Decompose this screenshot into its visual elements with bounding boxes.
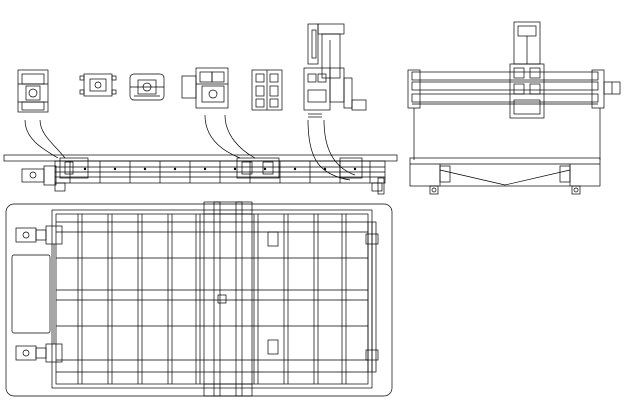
plan-vertical-slats bbox=[77, 214, 347, 384]
plan-left-panel bbox=[11, 254, 51, 334]
cable-curve-2 bbox=[204, 114, 241, 159]
end-elevation-view bbox=[407, 21, 621, 195]
side-frame-posts bbox=[69, 161, 371, 183]
plan-gantry-head bbox=[217, 294, 227, 304]
end-lower-frame bbox=[409, 157, 601, 187]
detail-pulley-plate bbox=[129, 73, 165, 101]
end-foot-left bbox=[429, 185, 439, 195]
end-lower-sag bbox=[439, 169, 571, 186]
plan-notch-2 bbox=[267, 339, 279, 355]
side-gantry-block bbox=[236, 157, 280, 179]
plan-horizontal-rails bbox=[56, 221, 368, 373]
plan-gantry bbox=[203, 201, 253, 397]
side-gantry-block-right bbox=[339, 157, 363, 179]
detail-small-bracket bbox=[79, 73, 117, 97]
plan-notch-1 bbox=[267, 231, 279, 247]
end-foot-right bbox=[571, 185, 581, 195]
side-elevation-view bbox=[3, 114, 398, 195]
side-left-motor bbox=[21, 168, 45, 183]
side-frame-bolts bbox=[83, 167, 357, 171]
cable-curve-3 bbox=[307, 119, 351, 181]
detail-motor-bracket-left bbox=[17, 69, 49, 113]
plan-motor-bottom bbox=[15, 345, 37, 361]
detail-motor-mount bbox=[181, 67, 229, 109]
plan-bed-frame bbox=[51, 209, 373, 389]
detail-z-axis-assembly bbox=[303, 23, 367, 118]
side-foot-right-post bbox=[377, 177, 385, 195]
detail-carriage-plate bbox=[251, 69, 283, 111]
side-foot-left bbox=[54, 182, 66, 192]
side-gantry-block-left bbox=[59, 157, 89, 179]
end-gantry-beam-mid bbox=[411, 81, 599, 91]
cable-curve-1 bbox=[24, 119, 59, 159]
top-plan-view bbox=[5, 201, 393, 397]
plan-motor-top bbox=[15, 227, 37, 243]
end-z-carriage bbox=[509, 63, 545, 119]
side-left-motor-mount bbox=[43, 165, 57, 186]
end-gantry-beam-low bbox=[411, 93, 599, 103]
plan-outer-boundary bbox=[5, 203, 393, 397]
side-foot-right bbox=[371, 182, 383, 192]
end-gantry-beam-top bbox=[411, 71, 599, 81]
